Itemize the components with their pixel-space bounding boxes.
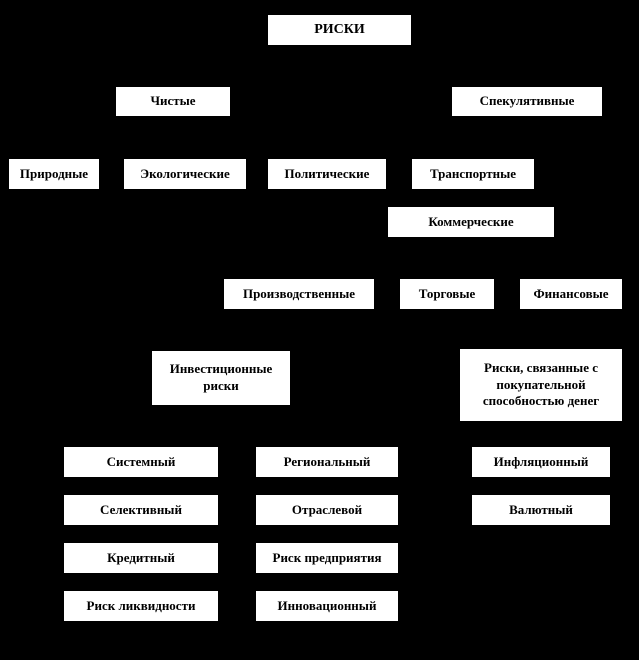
node-liquidity-risk: Риск ликвидности [63, 590, 219, 622]
node-ecological-risks: Экологические [123, 158, 247, 190]
node-production-risks: Производственные [223, 278, 375, 310]
node-enterprise-risk: Риск предприятия [255, 542, 399, 574]
node-selective-risk: Селективный [63, 494, 219, 526]
node-purchasing-power-risks: Риски, связанные с покупательной способн… [459, 348, 623, 422]
node-innovation-risk: Инновационный [255, 590, 399, 622]
node-systemic-risk: Системный [63, 446, 219, 478]
node-financial-risks: Финансовые [519, 278, 623, 310]
node-currency-risk: Валютный [471, 494, 611, 526]
node-pure-risks: Чистые [115, 86, 231, 117]
node-political-risks: Политические [267, 158, 387, 190]
node-commercial-risks: Коммерческие [387, 206, 555, 238]
node-risks-root: РИСКИ [267, 14, 412, 46]
node-regional-risk: Региональный [255, 446, 399, 478]
node-speculative-risks: Спекулятивные [451, 86, 603, 117]
node-credit-risk: Кредитный [63, 542, 219, 574]
node-trade-risks: Торговые [399, 278, 495, 310]
node-natural-risks: Природные [8, 158, 100, 190]
node-investment-risks: Инвестиционные риски [151, 350, 291, 406]
node-transport-risks: Транспортные [411, 158, 535, 190]
node-industry-risk: Отраслевой [255, 494, 399, 526]
node-inflation-risk: Инфляционный [471, 446, 611, 478]
